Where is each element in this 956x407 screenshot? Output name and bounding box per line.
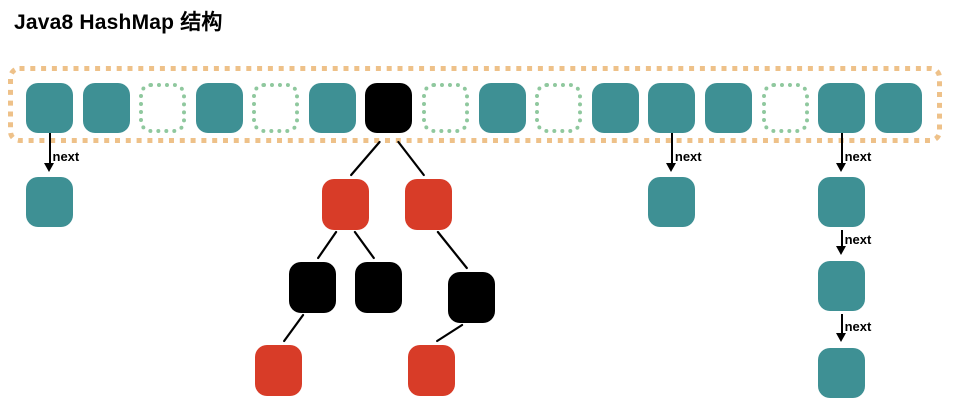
bucket-cell [648, 83, 696, 133]
list-node [26, 177, 73, 227]
tree-edge [436, 323, 464, 343]
tree-edge [353, 230, 375, 260]
bucket-cell [478, 83, 526, 133]
bucket-cell [874, 83, 922, 133]
next-label: next [674, 149, 702, 164]
next-label: next [844, 232, 872, 247]
next-arrow [840, 230, 843, 247]
tree-node-black [355, 262, 402, 313]
next-arrow [670, 133, 673, 164]
bucket-cell-empty [761, 83, 809, 133]
next-label: next [844, 319, 872, 334]
bucket-cell-tree-root [365, 83, 413, 133]
bucket-cell-empty [252, 83, 300, 133]
tree-edge [436, 230, 468, 270]
bucket-cell [591, 83, 639, 133]
tree-node-red [408, 345, 455, 396]
list-node [818, 261, 866, 311]
tree-edge [283, 313, 305, 343]
list-node [648, 177, 696, 227]
tree-node-red [405, 179, 452, 230]
bucket-array-border [8, 66, 942, 143]
next-arrow [48, 133, 51, 164]
bucket-cell [195, 83, 243, 133]
diagram-title: Java8 HashMap 结构 [14, 11, 223, 34]
list-node [818, 177, 866, 227]
next-arrow-head [836, 333, 847, 342]
list-node [818, 348, 866, 398]
bucket-cell [82, 83, 130, 133]
tree-node-black [289, 262, 336, 313]
tree-node-black [448, 272, 495, 323]
bucket-cell [704, 83, 752, 133]
tree-edge [350, 140, 381, 177]
bucket-cell-empty [535, 83, 583, 133]
bucket-cell-empty [422, 83, 470, 133]
tree-node-red [255, 345, 302, 396]
bucket-cell [26, 83, 73, 133]
tree-edge [317, 230, 338, 260]
next-arrow-head [666, 163, 677, 172]
next-arrow-head [836, 163, 847, 172]
next-arrow-head [44, 163, 54, 172]
next-label: next [844, 149, 872, 164]
next-arrow [840, 314, 843, 334]
bucket-cell [818, 83, 866, 133]
bucket-cell [308, 83, 356, 133]
next-label: next [52, 149, 80, 164]
bucket-cell-empty [139, 83, 187, 133]
tree-node-red [322, 179, 369, 230]
next-arrow [840, 133, 843, 164]
next-arrow-head [836, 246, 847, 255]
tree-edge [397, 140, 425, 177]
